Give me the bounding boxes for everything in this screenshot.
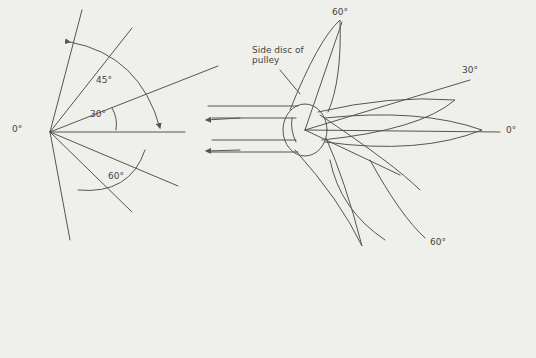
angle-label: Side disc of pulley — [252, 46, 308, 66]
angle-label: 30° — [462, 66, 478, 76]
angle-label: 60° — [108, 172, 124, 182]
angle-label: 30° — [90, 110, 106, 120]
angle-label: 45° — [96, 76, 112, 86]
angle-label: 0° — [12, 125, 22, 135]
angle-label: 60° — [332, 8, 348, 18]
angle-label: 0° — [506, 126, 516, 136]
angle-label: 60° — [430, 238, 446, 248]
